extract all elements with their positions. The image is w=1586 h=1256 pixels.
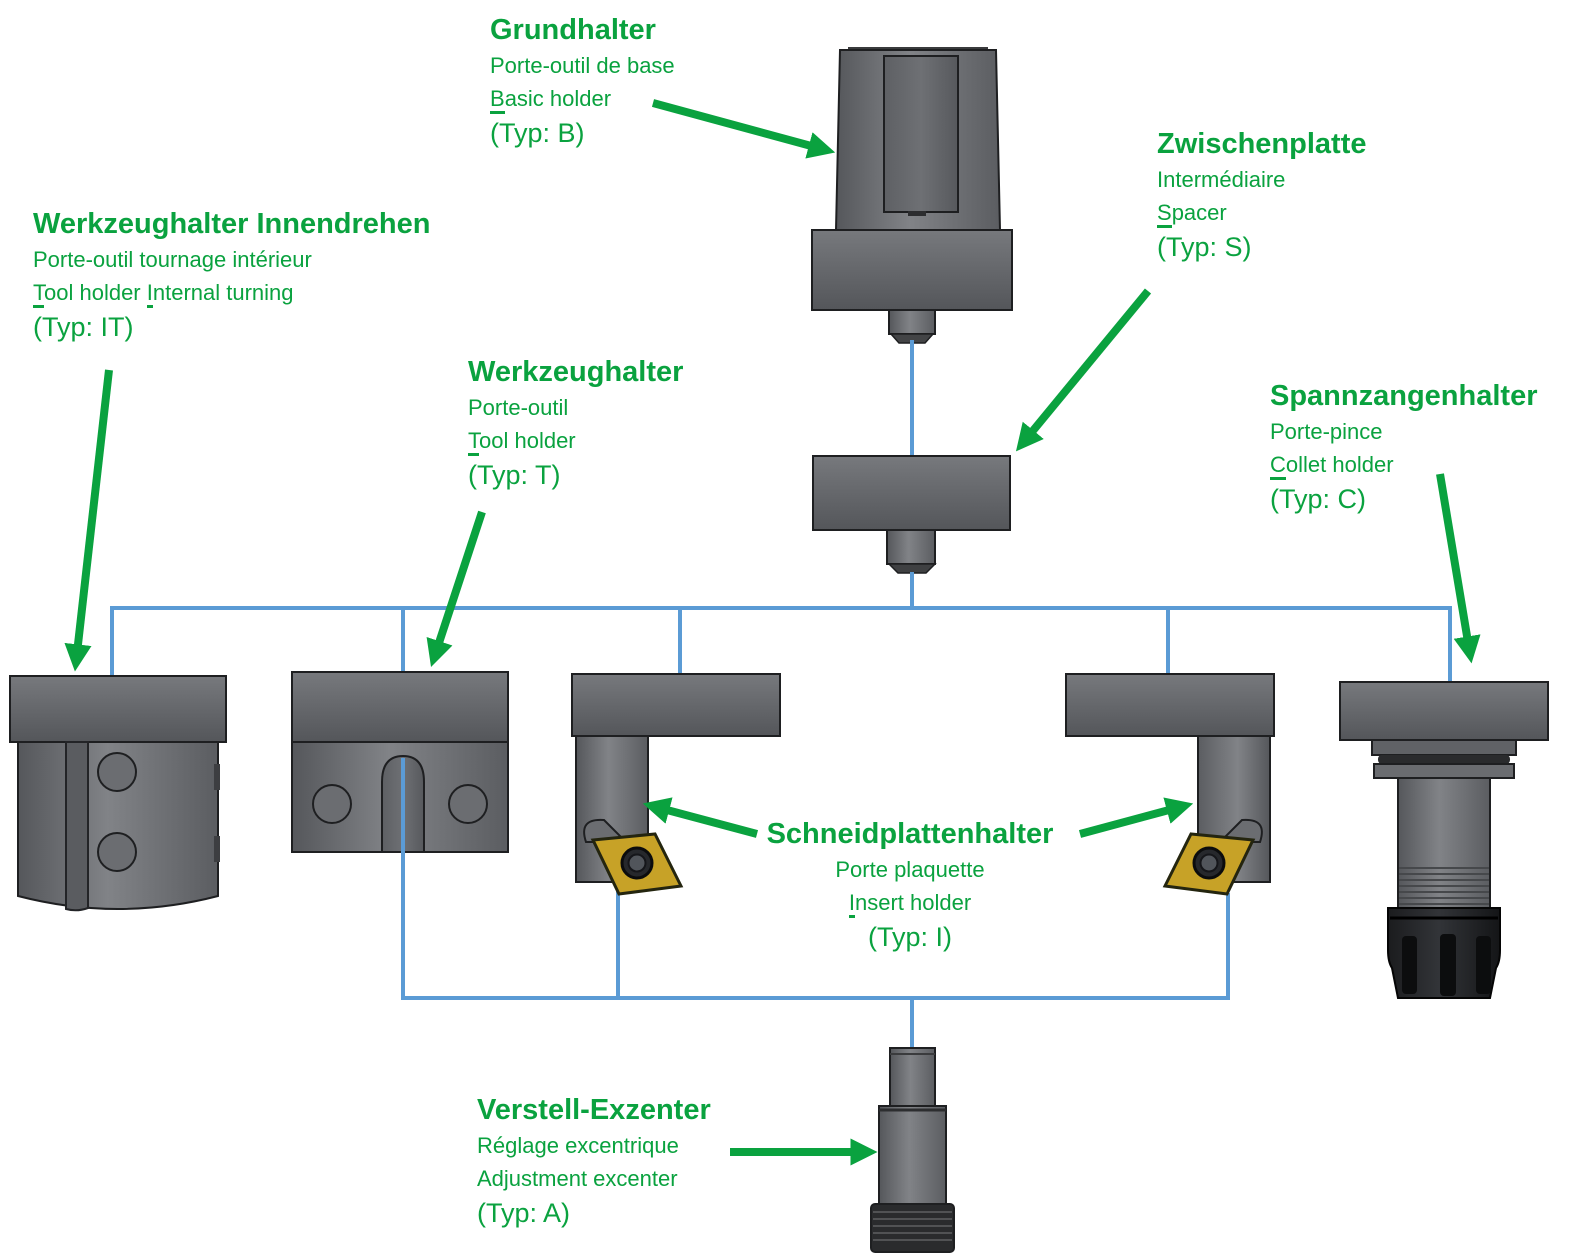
label-collet-holder-en: Collet holder [1270,448,1538,481]
label-basic-holder-title: Grundhalter [490,14,656,46]
internal-turning-holder-model [9,675,227,912]
arrow-insert-holder-right [1078,797,1194,838]
label-tool-holder: Werkzeughalter Porte-outil Tool holder (… [468,354,683,494]
label-spacer-en: Spacer [1157,196,1367,229]
label-adjustment-excenter-fr: Réglage excentrique [477,1133,679,1158]
label-internal-turning-holder-en: Tool holder Internal turning [33,276,431,309]
label-internal-turning-holder: Werkzeughalter Innendrehen Porte-outil t… [33,206,431,346]
label-adjustment-excenter: Verstell-Exzenter Réglage excentrique Ad… [477,1092,711,1232]
label-insert-holder-title: Schneidplattenhalter [766,818,1054,850]
arrow-insert-holder-left [642,797,759,838]
label-internal-turning-holder-title: Werkzeughalter Innendrehen [33,208,431,240]
arrow-collet-holder [1436,473,1481,664]
connector-lines [110,340,1452,1048]
label-basic-holder-en: Basic holder [490,82,675,115]
label-basic-holder-fr: Porte-outil de base [490,53,675,78]
label-spacer-typ: (Typ: S) [1157,232,1252,262]
basic-holder-model [811,47,1013,344]
label-spacer-fr: Intermédiaire [1157,167,1286,192]
label-collet-holder-typ: (Typ: C) [1270,484,1367,514]
collet-holder-model [1339,681,1549,999]
arrow-spacer [1015,288,1152,452]
label-collet-holder: Spannzangenhalter Porte-pince Collet hol… [1270,378,1538,518]
arrow-internal-turning-holder [64,369,113,672]
label-adjustment-excenter-typ: (Typ: A) [477,1198,571,1228]
label-insert-holder: Schneidplattenhalter Porte plaquette Ins… [690,816,1130,956]
callout-arrows [64,99,1481,1166]
label-insert-holder-en: Insert holder [690,886,1130,919]
insert-holder-left-model [571,673,781,896]
label-spacer-title: Zwischenplatte [1157,128,1367,160]
label-collet-holder-fr: Porte-pince [1270,419,1383,444]
label-tool-holder-en: Tool holder [468,424,683,457]
label-collet-holder-title: Spannzangenhalter [1270,380,1538,412]
label-insert-holder-typ: (Typ: I) [867,922,952,952]
label-tool-holder-fr: Porte-outil [468,395,569,420]
arrow-tool-holder [426,510,486,668]
adjustment-excenter-model [870,1047,955,1253]
label-internal-turning-holder-typ: (Typ: IT) [33,312,134,342]
arrow-basic-holder [651,99,836,159]
label-basic-holder-typ: (Typ: B) [490,118,585,148]
label-adjustment-excenter-en: Adjustment excenter [477,1166,678,1191]
tool-holder-model [291,671,509,853]
label-basic-holder: Grundhalter Porte-outil de base Basic ho… [490,12,675,152]
label-insert-holder-fr: Porte plaquette [835,857,985,882]
label-tool-holder-typ: (Typ: T) [468,460,561,490]
label-adjustment-excenter-title: Verstell-Exzenter [477,1094,711,1126]
label-internal-turning-holder-fr: Porte-outil tournage intérieur [33,247,312,272]
label-spacer: Zwischenplatte Intermédiaire Spacer (Typ… [1157,126,1367,266]
label-tool-holder-title: Werkzeughalter [468,356,684,388]
spacer-model [812,455,1011,574]
